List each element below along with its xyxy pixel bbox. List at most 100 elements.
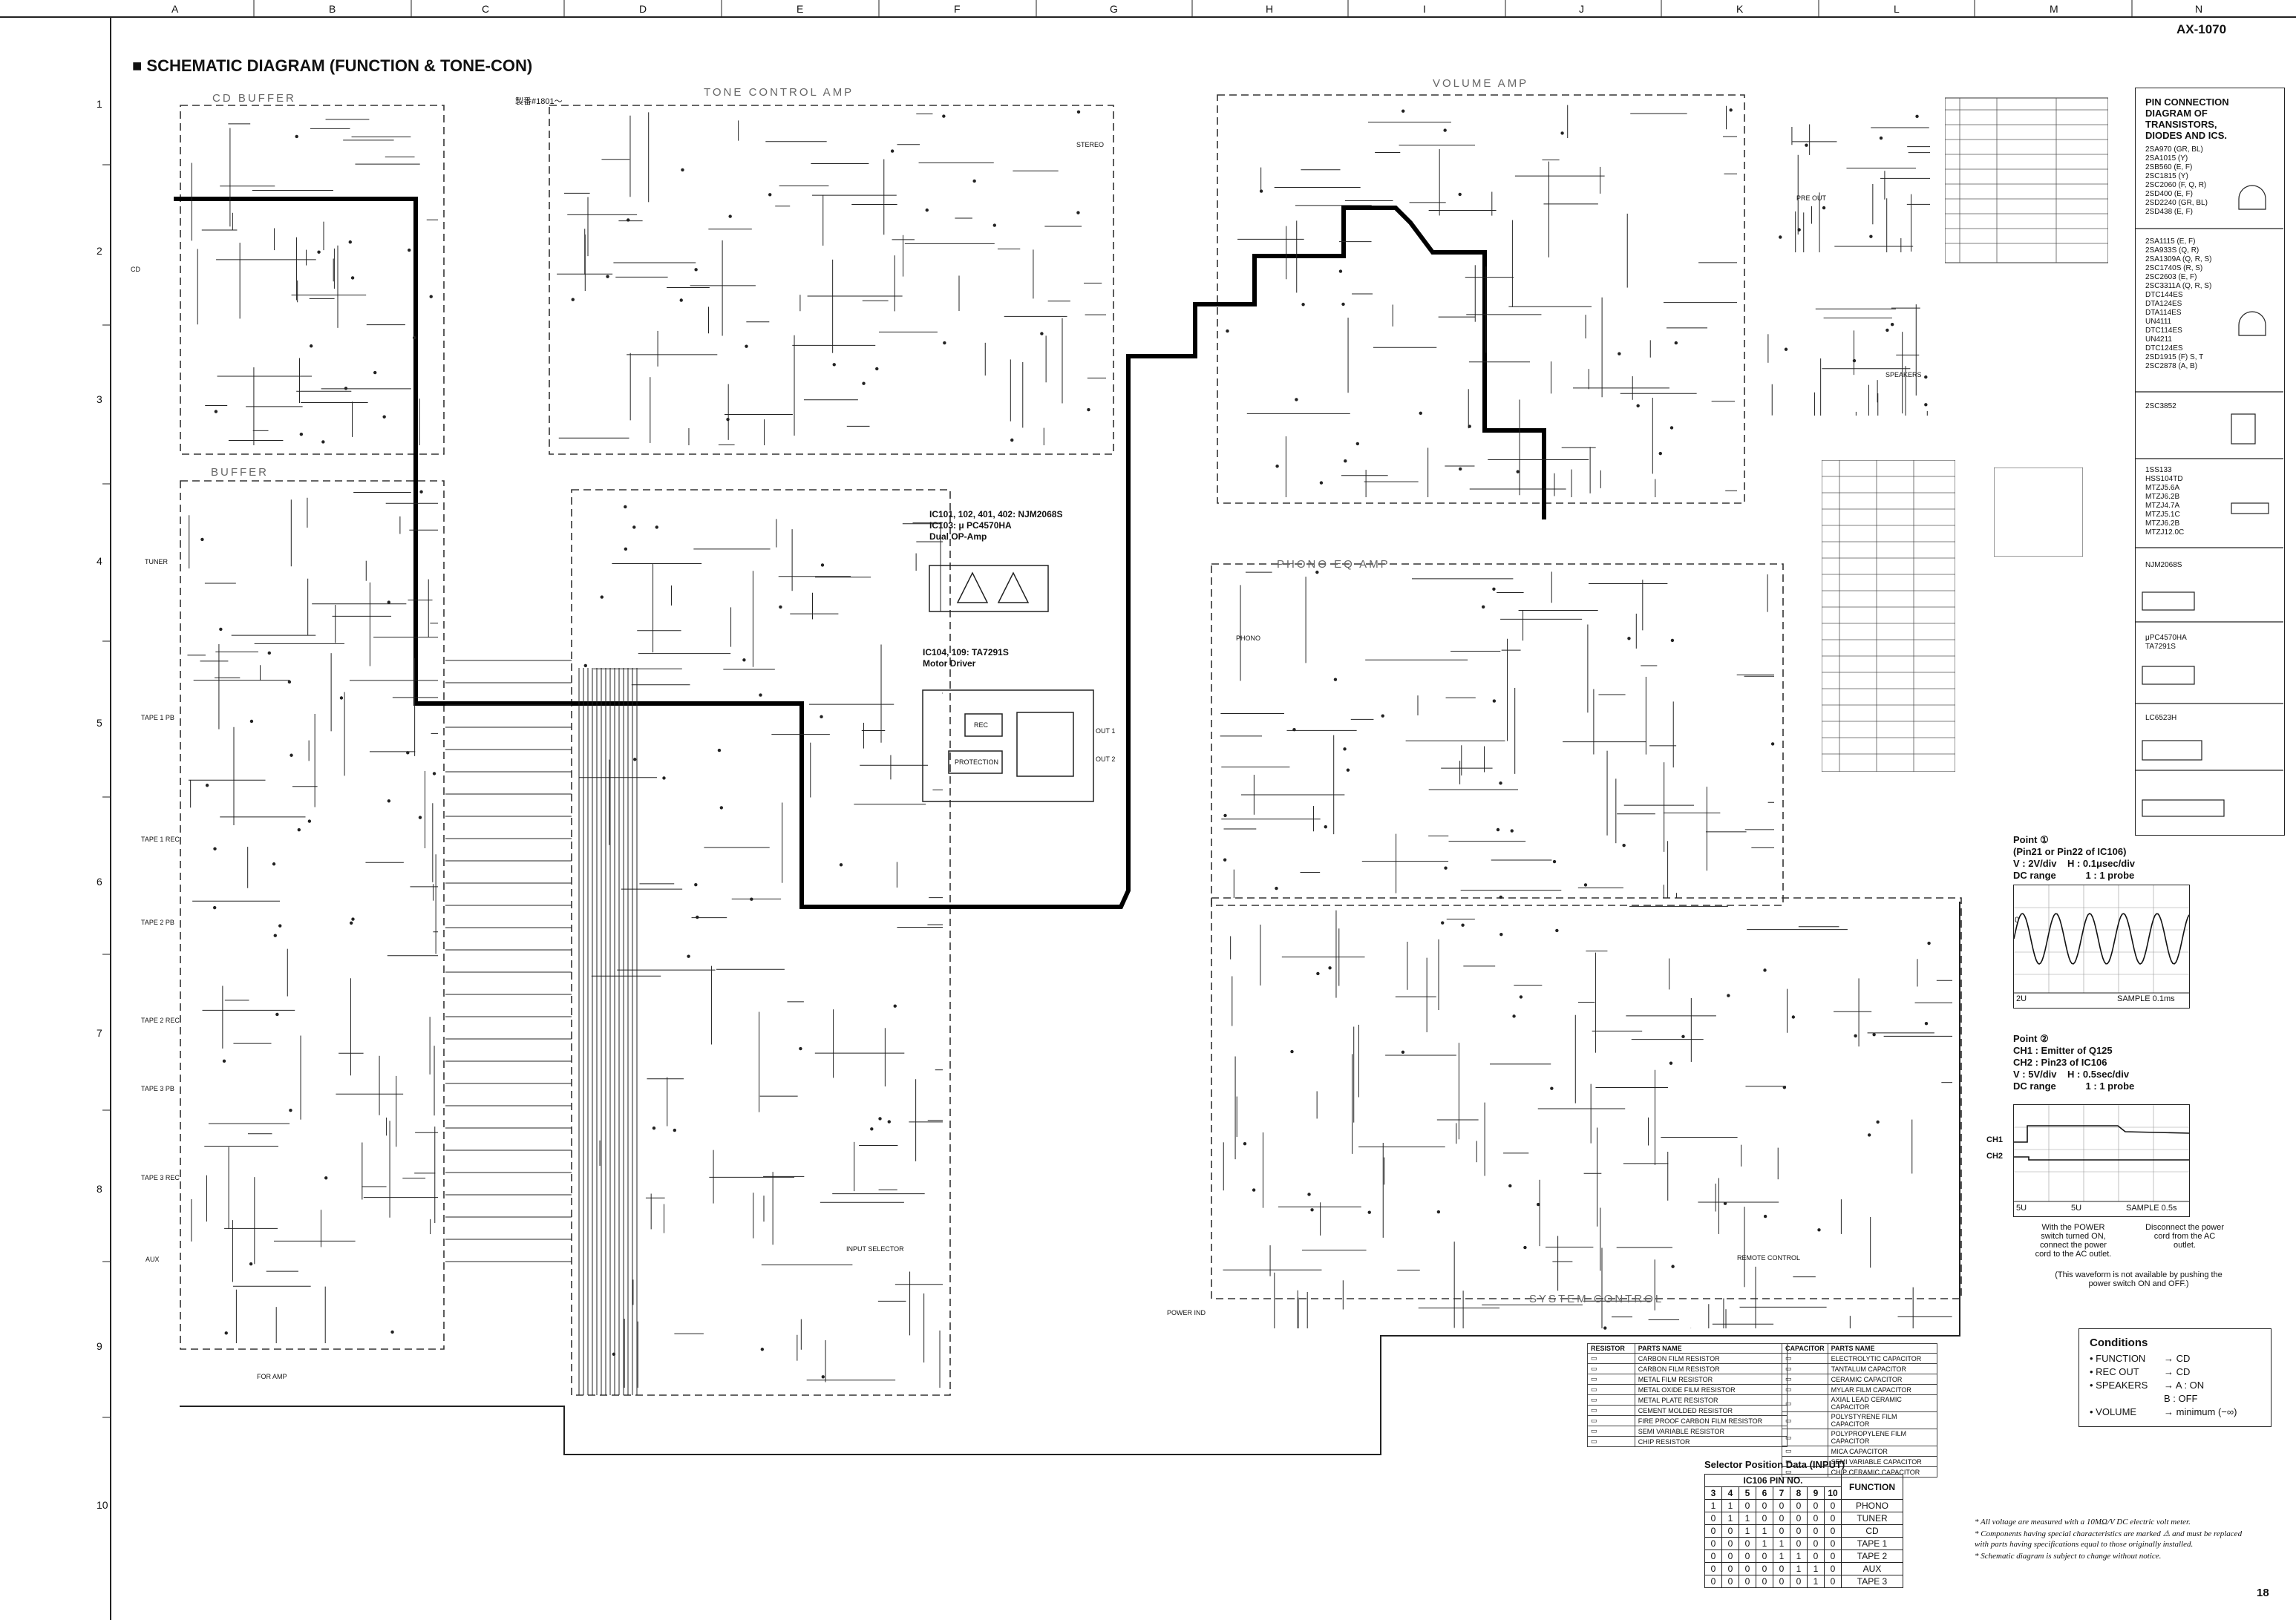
scope2-v: V : 5V/div xyxy=(2013,1069,2057,1080)
pin-part-item: UN4211 xyxy=(2145,335,2172,344)
tag-remote: REMOTE CONTROL xyxy=(1737,1254,1801,1262)
selector-bit: 0 xyxy=(1790,1575,1808,1588)
selector-bit: 0 xyxy=(1824,1499,1842,1512)
ic-opamp-line2: IC103: μ PC4570HA xyxy=(929,520,1012,531)
volume-amp-label: VOLUME AMP xyxy=(1433,77,1529,90)
selector-bit: 1 xyxy=(1739,1512,1756,1525)
legend-row: ▭CERAMIC CAPACITOR xyxy=(1782,1374,1938,1385)
grid-row-number: 4 xyxy=(97,555,102,567)
legend-part-name: CARBON FILM RESISTOR xyxy=(1634,1353,1788,1364)
label-cd: CD xyxy=(131,266,140,273)
selector-pin: 9 xyxy=(1807,1486,1825,1500)
phono-eq-frame xyxy=(1211,563,1784,906)
pin-part-item: 2SA1015 (Y) xyxy=(2145,154,2188,163)
legend-row: ▭CARBON FILM RESISTOR xyxy=(1587,1353,1788,1364)
phono-eq-amp-label: PHONO EQ AMP xyxy=(1277,558,1390,571)
condition-key xyxy=(2090,1392,2164,1406)
page-number: 18 xyxy=(2257,1587,2269,1599)
pin-package-icons xyxy=(2135,185,2283,817)
selector-bit: 0 xyxy=(1773,1562,1790,1575)
legend-row: ▭METAL FILM RESISTOR xyxy=(1587,1374,1788,1385)
legend-row: ▭POLYPROPYLENE FILM CAPACITOR xyxy=(1782,1429,1938,1446)
legend-symbol: ▭ xyxy=(1782,1384,1828,1395)
scope1-range: DC range xyxy=(2013,870,2056,881)
resistor-legend-h2: PARTS NAME xyxy=(1634,1343,1788,1354)
grid-column-letter: G xyxy=(1110,3,1118,15)
interchangeable-parts-table xyxy=(1945,97,2108,263)
resistor-legend-h1: RESISTOR xyxy=(1587,1343,1635,1354)
ic-opamp-note: IC101, 102, 401, 402: NJM2068S IC103: μ … xyxy=(929,509,1062,542)
condition-key: • SPEAKERS xyxy=(2090,1380,2148,1391)
grid-row-number: 6 xyxy=(97,876,102,888)
ic-opamp-line1: IC101, 102, 401, 402: NJM2068S xyxy=(929,509,1063,519)
legend-part-name: FIRE PROOF CARBON FILM RESISTOR xyxy=(1634,1415,1788,1426)
label-phono: PHONO xyxy=(1236,634,1261,642)
condition-row: • FUNCTION→ CD xyxy=(2090,1352,2260,1365)
selector-bit: 0 xyxy=(1739,1537,1756,1550)
selector-pin: 4 xyxy=(1721,1486,1739,1500)
selector-function: TUNER xyxy=(1841,1512,1903,1525)
selector-bit: 0 xyxy=(1773,1524,1790,1538)
scope1-title: Point ① xyxy=(2013,834,2049,845)
buffer-label: BUFFER xyxy=(211,466,269,479)
pin-part-item: 2SA970 (GR, BL) xyxy=(2145,145,2203,154)
pin-part-item: μPC4570HA xyxy=(2145,634,2187,642)
pin-connection-title: PIN CONNECTION DIAGRAM OF TRANSISTORS, D… xyxy=(2145,96,2229,141)
legend-symbol: ▭ xyxy=(1587,1394,1635,1406)
pin-group-3: 2SC3852 xyxy=(2145,402,2176,411)
label-tape2-rec: TAPE 2 REC xyxy=(141,1017,180,1024)
selector-bit: 0 xyxy=(1807,1537,1825,1550)
selector-bit: 0 xyxy=(1704,1575,1722,1588)
scope1-caption: Point ① (Pin21 or Pin22 of IC106) V : 2V… xyxy=(2013,834,2135,882)
pin-title-line4: DIODES AND ICS. xyxy=(2145,130,2228,141)
ic-motor-note: IC104, 109: TA7291S Motor Driver xyxy=(923,647,1009,669)
grid-row-number: 8 xyxy=(97,1183,102,1195)
pin-part-item: 2SC3852 xyxy=(2145,402,2176,410)
scope1-bottom-right: SAMPLE 0.1ms xyxy=(2117,994,2175,1003)
legend-row: ▭MICA CAPACITOR xyxy=(1782,1446,1938,1457)
selector-bit: 0 xyxy=(1739,1562,1756,1575)
footnote: * Components having special characterist… xyxy=(1975,1529,2243,1549)
selector-pin: 8 xyxy=(1790,1486,1808,1500)
legend-row: ▭CARBON FILM RESISTOR xyxy=(1587,1363,1788,1374)
condition-value: → minimum (−∞) xyxy=(2164,1406,2237,1417)
tag-input-selector: INPUT SELECTOR xyxy=(846,1245,904,1253)
conditions-title: Conditions xyxy=(2090,1337,2148,1349)
model-number: AX-1070 xyxy=(2176,22,2227,36)
legend-symbol: ▭ xyxy=(1587,1374,1635,1385)
legend-symbol: ▭ xyxy=(1782,1353,1828,1364)
grid-row-number: 3 xyxy=(97,393,102,405)
legend-symbol: ▭ xyxy=(1782,1446,1828,1457)
selector-bit: 0 xyxy=(1739,1575,1756,1588)
selector-bit: 0 xyxy=(1824,1575,1842,1588)
condition-value: B : OFF xyxy=(2164,1393,2198,1404)
volume-amp-frame xyxy=(1217,94,1745,504)
selector-bit: 0 xyxy=(1756,1575,1773,1588)
pin-part-item: MTZJ5.1C xyxy=(2145,511,2180,519)
capacitor-legend-h1: CAPACITOR xyxy=(1782,1343,1828,1354)
scope1-marker: 0 xyxy=(2015,916,2020,925)
selector-bit: 0 xyxy=(1704,1550,1722,1563)
label-tape3-rec: TAPE 3 REC xyxy=(141,1174,180,1181)
legend-part-name: MICA CAPACITOR xyxy=(1827,1446,1938,1457)
selector-bit: 1 xyxy=(1790,1562,1808,1575)
ic-motor-line2: Motor Driver xyxy=(923,658,976,669)
selector-function: TAPE 2 xyxy=(1841,1550,1903,1563)
pin-part-item: NJM2068S xyxy=(2145,561,2182,569)
condition-key: • FUNCTION xyxy=(2090,1353,2146,1364)
selector-function: CD xyxy=(1841,1524,1903,1538)
legend-symbol: ▭ xyxy=(1587,1415,1635,1426)
footnote: * Schematic diagram is subject to change… xyxy=(1975,1552,2162,1561)
legend-row: ▭CHIP RESISTOR xyxy=(1587,1436,1788,1447)
conditions-rows: • FUNCTION→ CD• REC OUT→ CD• SPEAKERS→ A… xyxy=(2090,1352,2260,1419)
pin-part-item: DTC114ES xyxy=(2145,327,2182,335)
selector-bit: 1 xyxy=(1790,1550,1808,1563)
pin-part-item: MTZJ6.2B xyxy=(2145,493,2180,501)
selector-bit: 1 xyxy=(1773,1550,1790,1563)
legend-row: ▭TANTALUM CAPACITOR xyxy=(1782,1363,1938,1374)
scope1-screen xyxy=(2013,885,2190,1009)
